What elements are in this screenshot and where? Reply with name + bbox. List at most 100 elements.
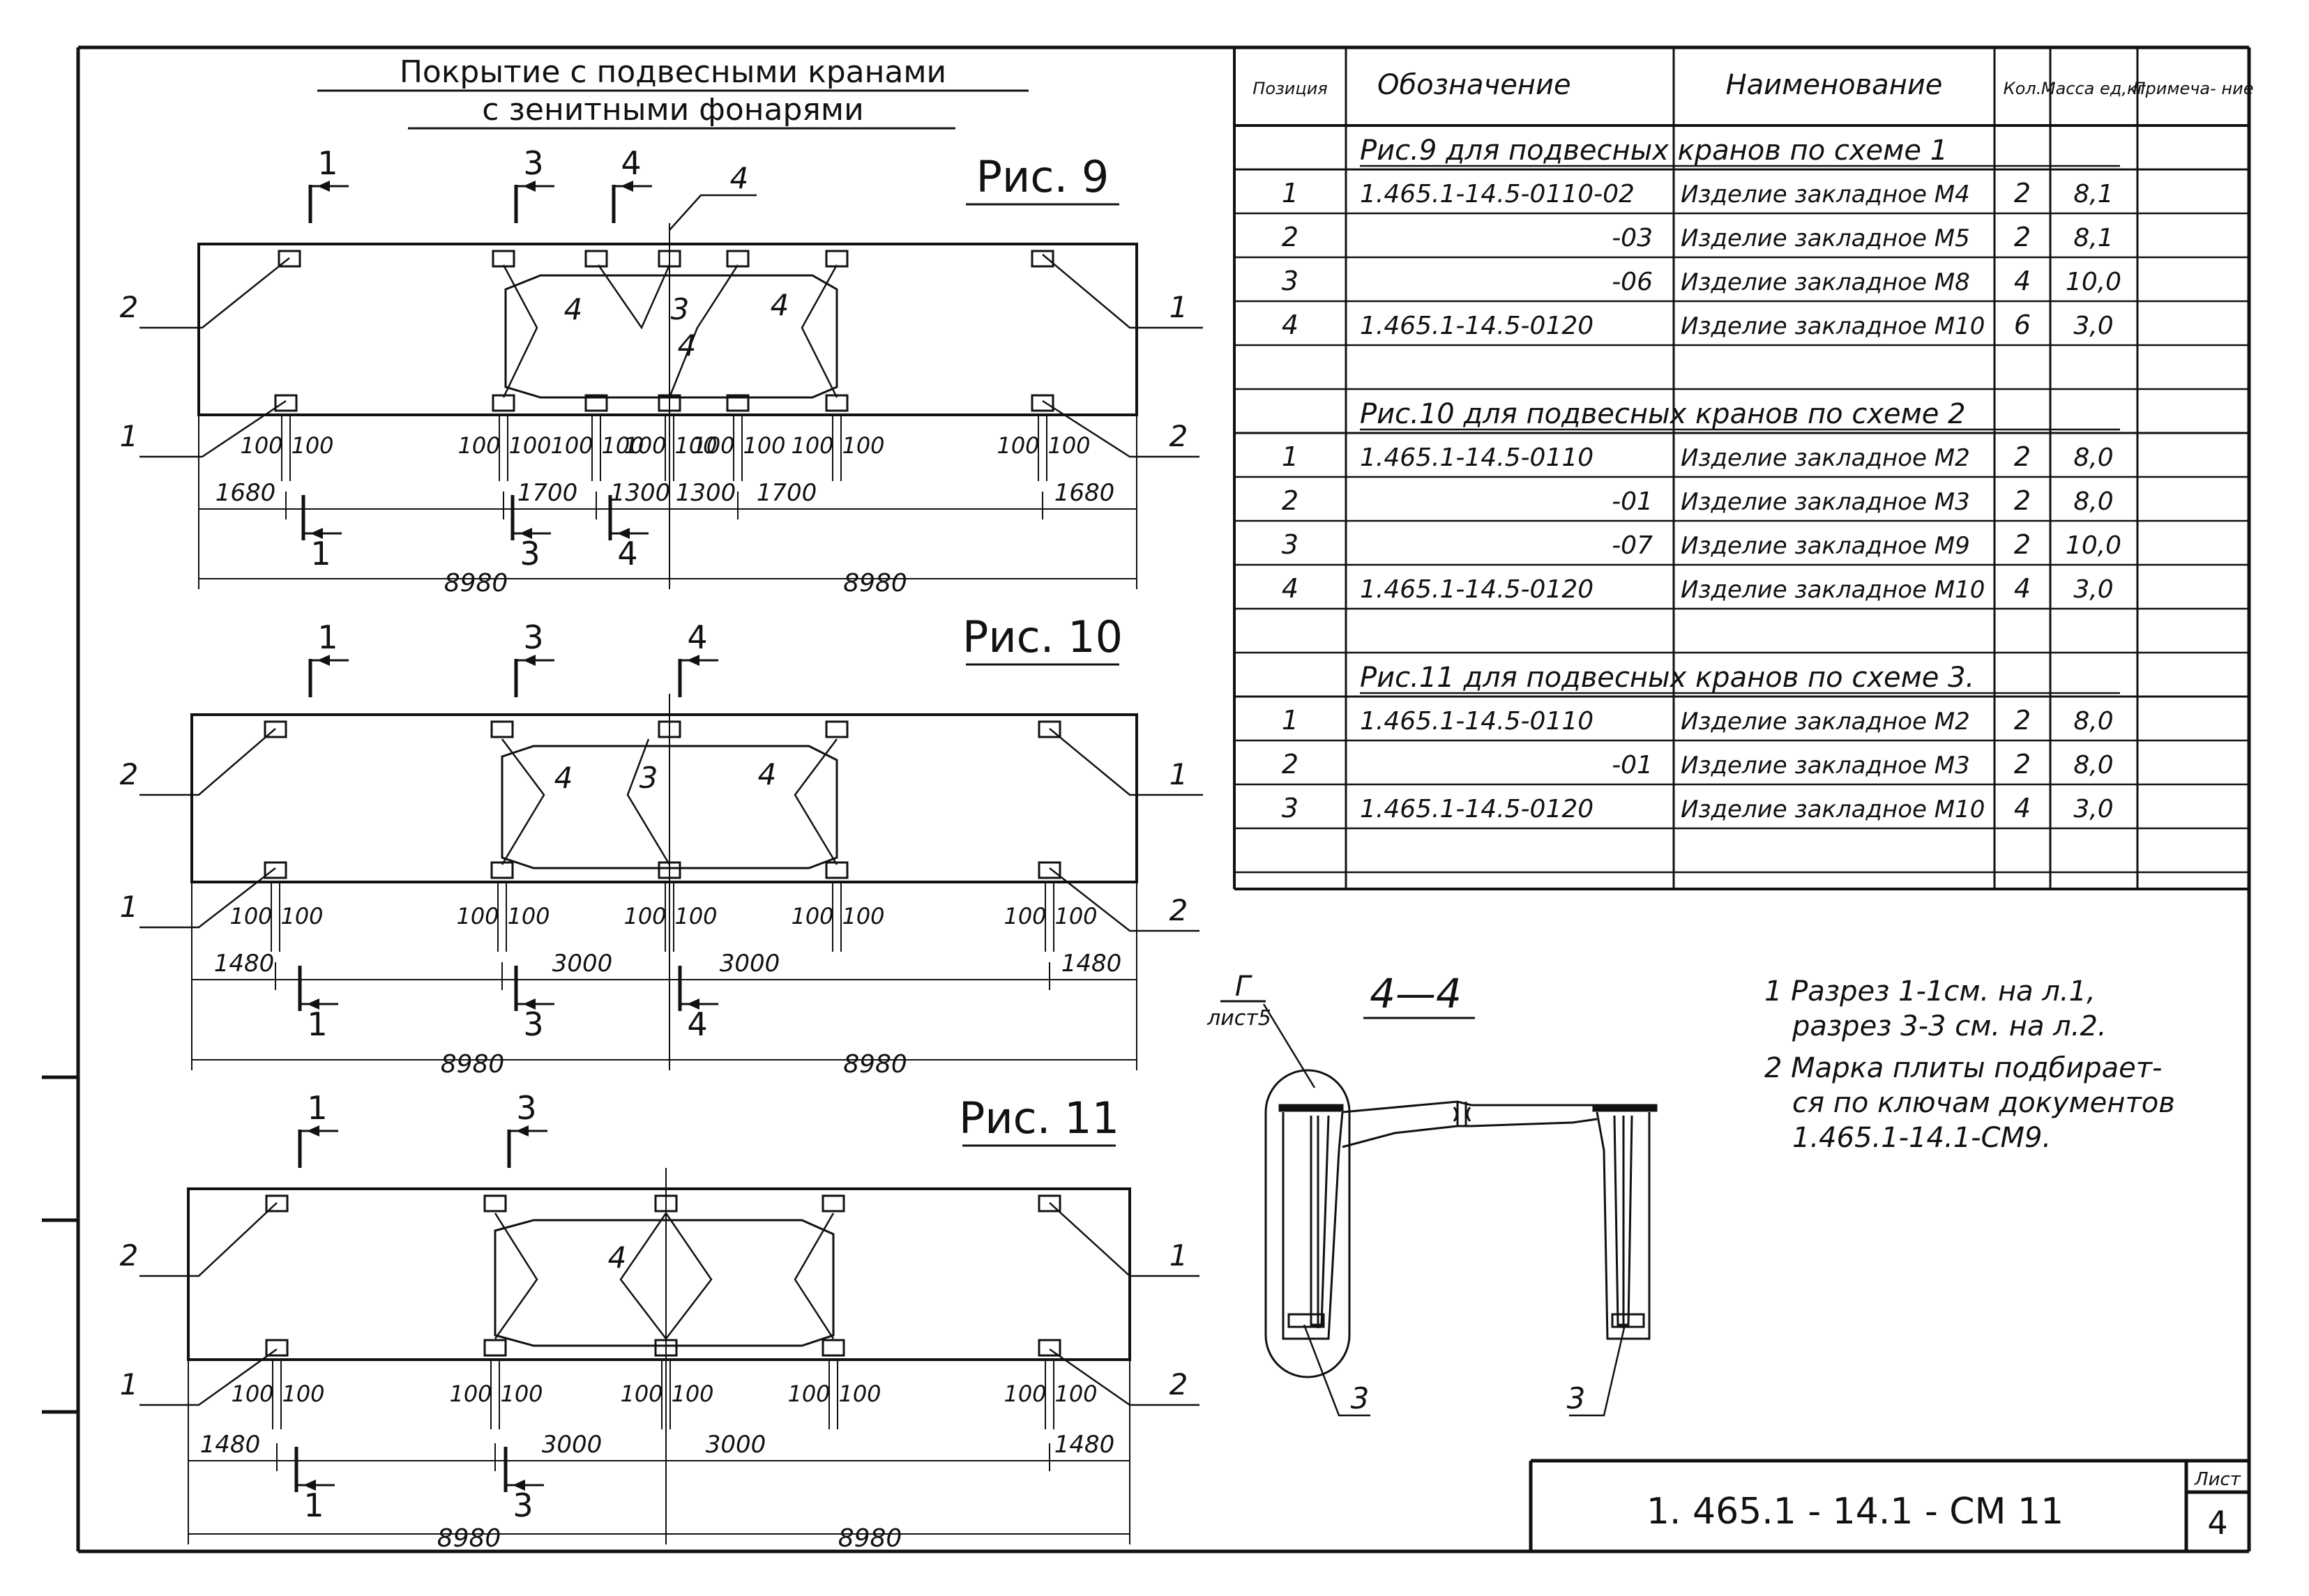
section-mark-top: 3 xyxy=(523,618,543,656)
cell-position: 1 xyxy=(1282,705,1299,736)
slab-outline xyxy=(190,713,1138,883)
spacing-dim: 100 xyxy=(1004,1381,1046,1407)
spacing-dim: 100 xyxy=(550,432,593,459)
cell-quantity: 2 xyxy=(2014,178,2031,208)
cell-quantity: 2 xyxy=(2014,441,2031,472)
embedded-part xyxy=(726,394,750,412)
cell-quantity: 4 xyxy=(2014,793,2031,823)
cell-quantity: 2 xyxy=(2014,705,2031,736)
section-mark-bottom: 1 xyxy=(307,1005,327,1043)
figure-label: Рис. 9 xyxy=(976,151,1110,202)
table-header-5: Примеча- ние xyxy=(2133,79,2254,98)
cell-quantity: 2 xyxy=(2014,222,2031,252)
callout-left-top: 2 xyxy=(120,757,139,791)
title-block: 1. 465.1 - 14.1 - СМ 11 Лист 4 xyxy=(1529,1459,2249,1551)
dimension-label: 3000 xyxy=(706,1431,766,1459)
dimension-label: 1300 xyxy=(676,479,736,507)
cell-name: Изделие закладное М10 xyxy=(1681,796,1985,823)
section-mark-top: 1 xyxy=(317,144,338,182)
cell-mass: 3,0 xyxy=(2073,312,2113,340)
embedded-part xyxy=(1031,250,1054,268)
section-mark-bottom: 1 xyxy=(310,535,331,572)
cell-quantity: 4 xyxy=(2014,573,2031,604)
document-code: 1. 465.1 - 14.1 - СМ 11 xyxy=(1646,1491,2064,1533)
cell-designation: 1.465.1-14.5-0110 xyxy=(1360,443,1593,472)
section-mark-bottom: 3 xyxy=(520,535,540,572)
part-callout: 4 xyxy=(678,328,697,363)
total-dimension: 8980 xyxy=(843,569,907,598)
spacing-dim: 100 xyxy=(620,1381,663,1407)
cell-mass: 8,0 xyxy=(2073,751,2113,780)
table-group-title: Рис.11 для подвесных кранов по схеме 3. xyxy=(1360,662,1974,694)
skylight-outline xyxy=(494,1219,835,1347)
section-mark-bottom: 3 xyxy=(513,1487,533,1524)
section-ref-sheet: лист5 xyxy=(1206,1006,1271,1031)
dimension-label: 3000 xyxy=(720,950,780,978)
spacing-dim: 100 xyxy=(456,903,499,929)
embedded-part xyxy=(278,250,301,268)
cell-position: 1 xyxy=(1282,178,1299,208)
cell-designation: 1.465.1-14.5-0120 xyxy=(1360,312,1593,340)
total-dimension: 8980 xyxy=(441,1050,505,1079)
cell-mass: 8,0 xyxy=(2073,487,2113,516)
callout-left-top: 2 xyxy=(120,290,139,324)
section-mark-bottom: 4 xyxy=(617,535,637,572)
cell-designation: -03 xyxy=(1612,224,1653,252)
part-callout: 3 xyxy=(671,292,690,326)
cell-quantity: 2 xyxy=(2014,529,2031,560)
total-dimension: 8980 xyxy=(444,569,508,598)
spacing-dim: 100 xyxy=(842,903,884,929)
dimension-label: 1700 xyxy=(757,479,817,507)
slab-outline xyxy=(197,243,1138,416)
section-mark-top: 4 xyxy=(687,618,707,656)
spacing-dim: 100 xyxy=(291,432,333,459)
spacing-dim: 100 xyxy=(791,432,833,459)
part-callout: 3 xyxy=(639,761,658,795)
table-row: 1 1.465.1-14.5-0110-02 Изделие закладное М… xyxy=(1282,178,2114,208)
cell-designation: 1.465.1-14.5-0110-02 xyxy=(1360,180,1635,208)
embedded-part xyxy=(492,250,515,268)
section-mark-top: 3 xyxy=(523,144,543,182)
cell-mass: 3,0 xyxy=(2073,575,2113,604)
dimension-label: 1480 xyxy=(214,950,275,978)
cell-designation: 1.465.1-14.5-0120 xyxy=(1360,795,1593,823)
part-callout: 4 xyxy=(730,161,749,195)
section-callout-right: 3 xyxy=(1567,1381,1586,1415)
spacing-dim: 100 xyxy=(787,1381,830,1407)
dimension-label: 1480 xyxy=(1061,950,1122,978)
embedded-part xyxy=(1038,720,1061,738)
spacing-dim: 100 xyxy=(282,1381,324,1407)
spacing-dim: 100 xyxy=(457,432,500,459)
cell-quantity: 2 xyxy=(2014,485,2031,516)
dimension-label: 1680 xyxy=(215,479,276,507)
spacing-dim: 100 xyxy=(674,432,717,459)
table-group-title: Рис.9 для подвесных кранов по схеме 1 xyxy=(1360,135,1948,167)
callout-right-bottom: 2 xyxy=(1169,419,1188,453)
title-line-2: с зенитными фонарями xyxy=(482,92,863,128)
dimension-label: 1700 xyxy=(517,479,578,507)
dimension-label: 1300 xyxy=(610,479,671,507)
section-mark-bottom: 1 xyxy=(303,1487,324,1524)
cell-mass: 10,0 xyxy=(2066,531,2121,560)
embedded-part xyxy=(490,861,514,879)
table-header-0: Позиция xyxy=(1252,79,1327,98)
right-rib xyxy=(1592,1104,1658,1340)
cell-name: Изделие закладное М4 xyxy=(1681,181,1970,208)
spacing-dim: 100 xyxy=(601,432,644,459)
cell-name: Изделие закладное М9 xyxy=(1681,532,1970,560)
embedded-part xyxy=(822,1339,845,1357)
section-4-4: 4—4 Г лист5 xyxy=(1206,970,1658,1417)
skylight-outline xyxy=(504,274,838,399)
spacing-dim: 100 xyxy=(842,432,884,459)
section-mark-top: 4 xyxy=(621,144,641,182)
table-header-2: Наименование xyxy=(1726,69,1943,101)
